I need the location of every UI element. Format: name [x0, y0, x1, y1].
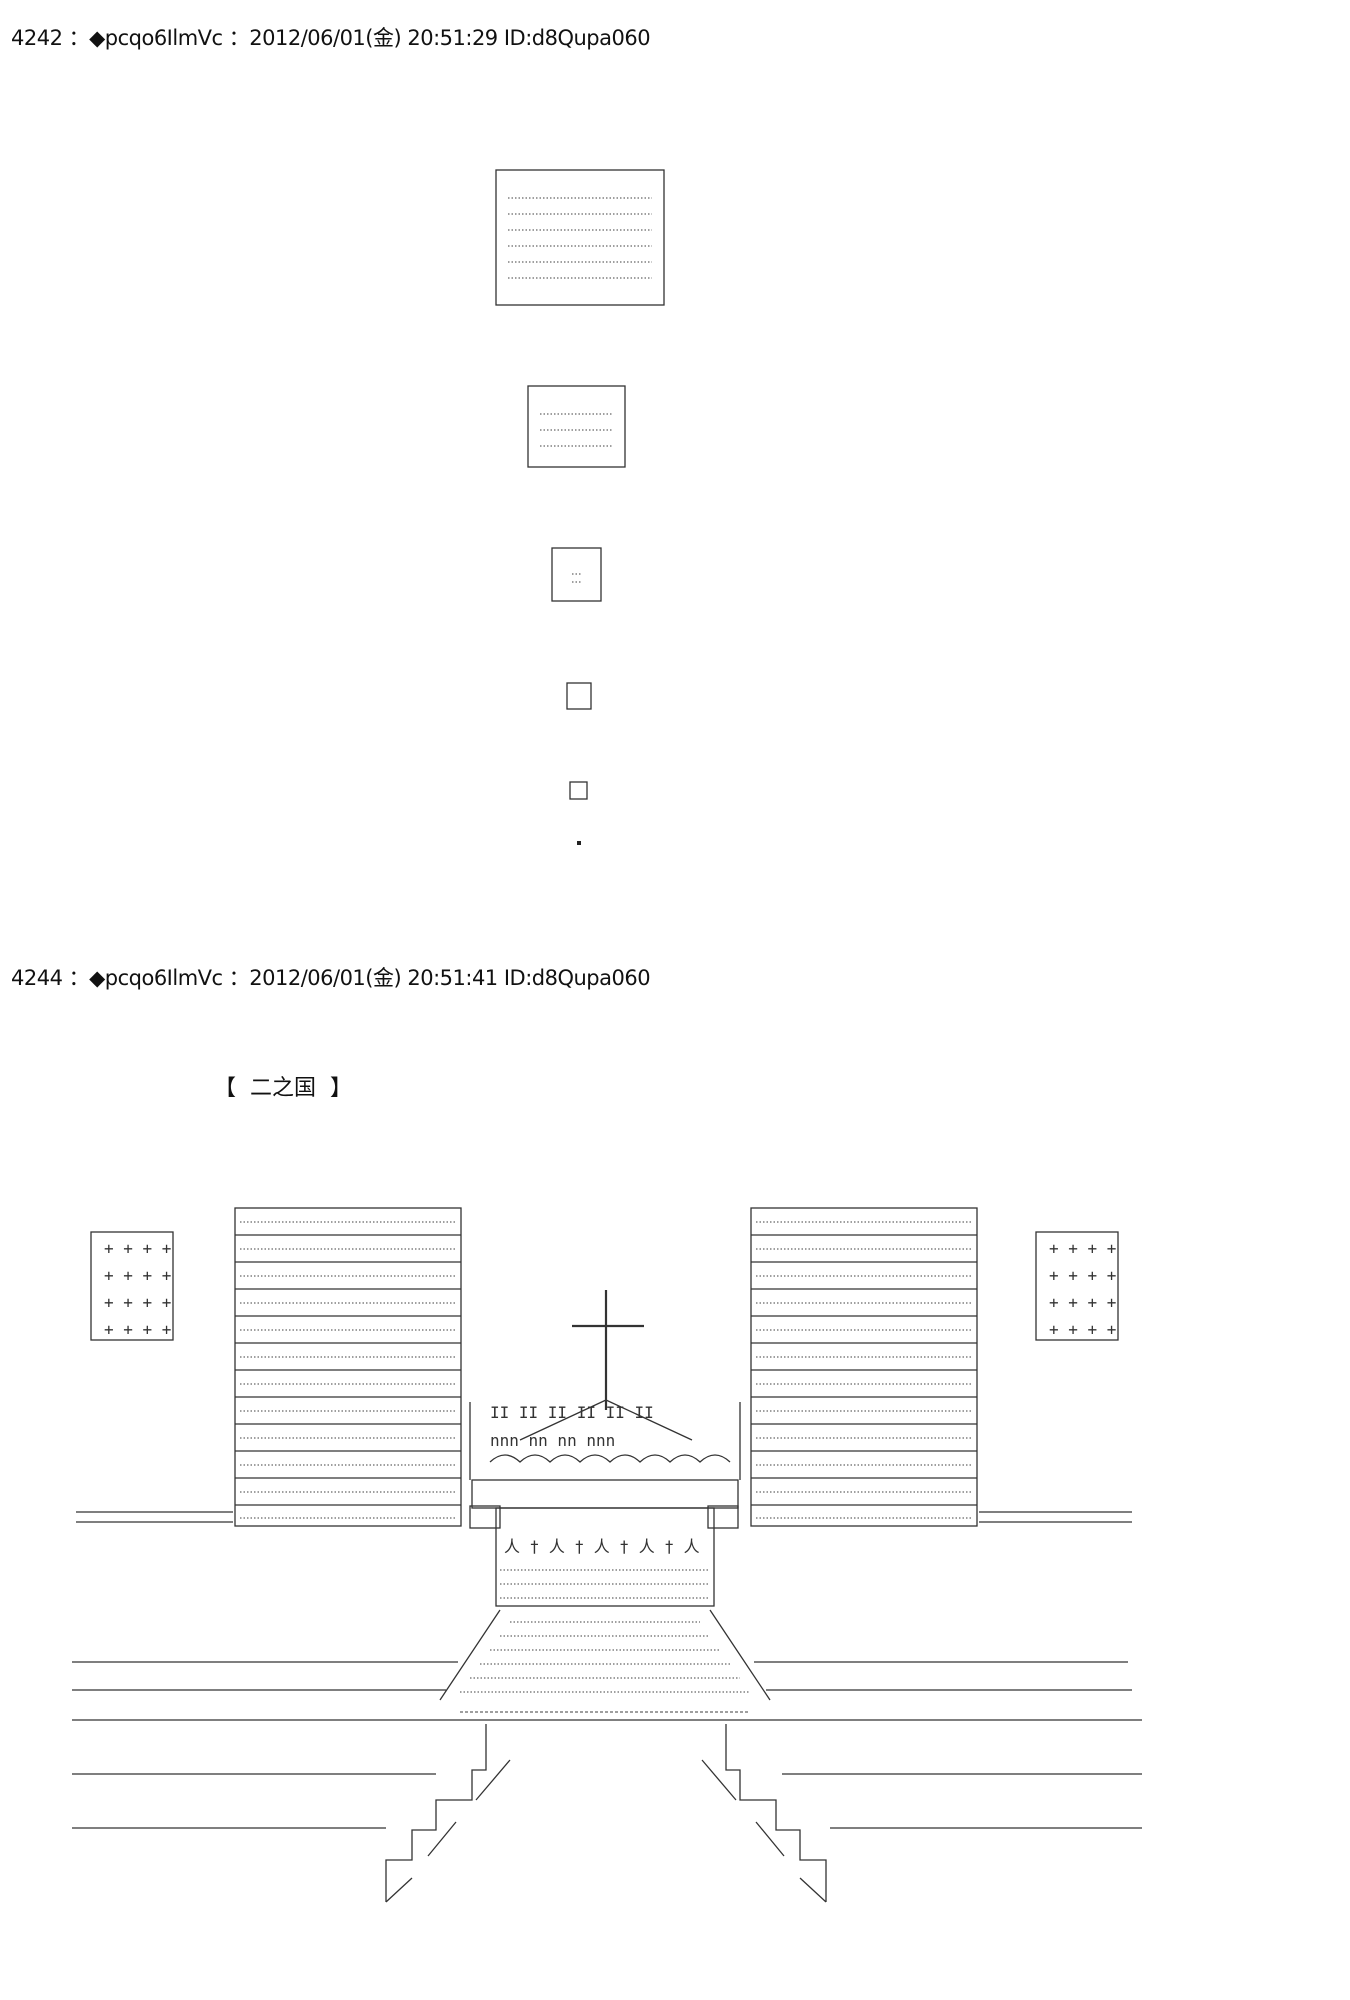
ramparts: [76, 1511, 1132, 1523]
left-brick-wall: [234, 1207, 462, 1527]
frame-small: [551, 547, 602, 602]
svg-text:+ + + +: + + + +: [104, 1293, 171, 1312]
svg-text:II II II II II II: II II II II II II: [490, 1403, 654, 1422]
svg-text:+ + + +: + + + +: [1049, 1239, 1116, 1258]
frame-tiny: [566, 682, 592, 710]
frame-smallest: [569, 781, 588, 800]
frame-medium: [527, 385, 626, 468]
svg-text:人 † 人 † 人 † 人 † 人: 人 † 人 † 人 † 人 † 人: [504, 1537, 700, 1556]
post-header: 4242 ：◆pcqo6IlmVc ：2012/06/01(金) 20:51:2…: [11, 26, 651, 50]
right-small-tower: + + + + + + + + + + + + + + + +: [1035, 1231, 1119, 1341]
svg-text:+ + + +: + + + +: [104, 1266, 171, 1285]
staircase: [439, 1609, 771, 1713]
chapel: II II II II II II nnn nn nn nnn 人 † 人 † …: [469, 1399, 741, 1607]
road-lines: [72, 1661, 1142, 1829]
left-small-tower: + + + + + + + + + + + + + + + +: [90, 1231, 174, 1341]
svg-text:+ + + +: + + + +: [1049, 1293, 1116, 1312]
right-brick-wall: [750, 1207, 978, 1527]
svg-text:+ + + +: + + + +: [1049, 1266, 1116, 1285]
bridge-supports: [385, 1724, 827, 1903]
dot-point: [577, 841, 581, 845]
svg-text:nnn nn nn nnn: nnn nn nn nnn: [490, 1431, 615, 1450]
location-caption: 【 二之国 】: [214, 1076, 352, 1101]
svg-text:+ + + +: + + + +: [1049, 1320, 1116, 1339]
svg-text:+ + + +: + + + +: [104, 1320, 171, 1339]
post-header: 4244 ：◆pcqo6IlmVc ：2012/06/01(金) 20:51:4…: [11, 966, 651, 990]
frame-large: [495, 169, 665, 306]
svg-text:+ + + +: + + + +: [104, 1239, 171, 1258]
cross-spire: [572, 1290, 644, 1410]
